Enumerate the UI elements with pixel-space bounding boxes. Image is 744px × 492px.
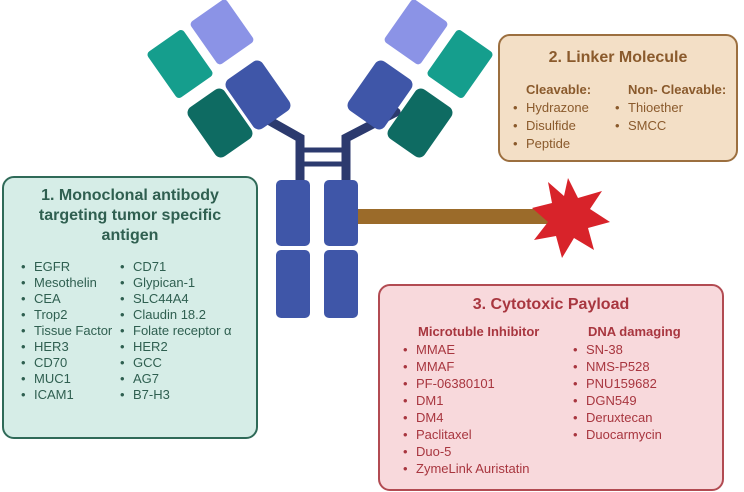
antigen-item: MUC1 [18,371,128,387]
dna-damaging-list: SN-38NMS-P528PNU159682DGN549DeruxtecanDu… [570,341,681,443]
fc-left-upper [276,180,310,246]
payload-star [532,178,610,258]
antigen-item: ICAM1 [18,387,128,403]
dna-damaging-heading: DNA damaging [588,324,681,339]
noncleavable-linker-item: SMCC [612,117,726,135]
fc-region [276,180,358,318]
antigen-item: CD70 [18,355,128,371]
antigen-item: GCC [117,355,257,371]
dna-damaging-item: Deruxtecan [570,409,681,426]
dna-damaging-item: Duocarmycin [570,426,681,443]
cleavable-linker-item: Peptide [510,135,591,153]
antigen-item: B7-H3 [117,387,257,403]
antigen-item: SLC44A4 [117,291,257,307]
dna-damaging-column: DNA damaging SN-38NMS-P528PNU159682DGN54… [570,324,681,443]
right-light-chain-variable [427,30,493,98]
left-heavy-chain-constant [225,60,291,130]
linker-bar [356,209,548,224]
antigen-list-column-1: EGFRMesothelinCEATrop2Tissue FactorHER3C… [18,259,128,403]
microtubule-inhibitor-item: Duo-5 [400,443,539,460]
right-light-chain-constant [387,88,453,158]
microtubule-list: MMAEMMAFPF-06380101DM1DM4PaclitaxelDuo-5… [400,341,539,477]
microtubule-inhibitor-item: PF-06380101 [400,375,539,392]
left-heavy-chain-variable [190,0,254,65]
payload-box-title: 3. Cytotoxic Payload [472,296,630,313]
microtubule-inhibitor-item: Paclitaxel [400,426,539,443]
microtubule-inhibitor-item: ZymeLink Auristatin [400,460,539,477]
linker-box-title: 2. Linker Molecule [548,49,688,66]
antigen-item: CD71 [117,259,257,275]
antibody-info-box: 1. Monoclonal antibody targeting tumor s… [2,176,258,439]
antigen-item: Folate receptor α [117,323,257,339]
antigen-item: Trop2 [18,307,128,323]
cleavable-list: HydrazoneDisulfidePeptide [510,99,591,153]
noncleavable-linker-item: Thioether [612,99,726,117]
cleavable-heading: Cleavable: [526,82,592,97]
antigen-item: HER2 [117,339,257,355]
noncleavable-heading: Non- Cleavable: [628,82,727,97]
fc-right-upper [324,180,358,246]
noncleavable-column: Non- Cleavable: ThioetherSMCC [612,82,726,135]
fc-left-lower [276,250,310,318]
dna-damaging-item: NMS-P528 [570,358,681,375]
fc-right-lower [324,250,358,318]
antigen-item: AG7 [117,371,257,387]
microtubule-inhibitor-item: DM1 [400,392,539,409]
right-heavy-chain-constant [347,60,413,130]
antigen-item: Tissue Factor [18,323,128,339]
microtubule-inhibitor-item: MMAF [400,358,539,375]
antigen-item: Claudin 18.2 [117,307,257,323]
linker-info-box: 2. Linker Molecule Cleavable: HydrazoneD… [498,34,738,162]
antigen-item: Glypican-1 [117,275,257,291]
microtubule-inhibitor-item: MMAE [400,341,539,358]
antigen-item: Mesothelin [18,275,128,291]
antigen-list-column-2: CD71Glypican-1SLC44A4Claudin 18.2Folate … [117,259,257,403]
dna-damaging-item: SN-38 [570,341,681,358]
payload-info-box: 3. Cytotoxic Payload Microtuble Inhibito… [378,284,724,491]
microtubule-heading: Microtuble Inhibitor [418,324,540,339]
right-fab-arm [347,0,493,158]
cleavable-linker-item: Hydrazone [510,99,591,117]
microtubule-column: Microtuble Inhibitor MMAEMMAFPF-06380101… [400,324,539,477]
left-light-chain-constant [187,88,253,158]
antigen-item: EGFR [18,259,128,275]
cleavable-column: Cleavable: HydrazoneDisulfidePeptide [510,82,591,153]
antigen-item: CEA [18,291,128,307]
left-fab-arm [147,0,291,158]
antibody-box-title: 1. Monoclonal antibody targeting tumor s… [38,187,222,244]
left-light-chain-variable [147,30,213,98]
antigen-item: HER3 [18,339,128,355]
dna-damaging-item: DGN549 [570,392,681,409]
microtubule-inhibitor-item: DM4 [400,409,539,426]
right-heavy-chain-variable [384,0,448,65]
noncleavable-list: ThioetherSMCC [612,99,726,135]
dna-damaging-item: PNU159682 [570,375,681,392]
cleavable-linker-item: Disulfide [510,117,591,135]
